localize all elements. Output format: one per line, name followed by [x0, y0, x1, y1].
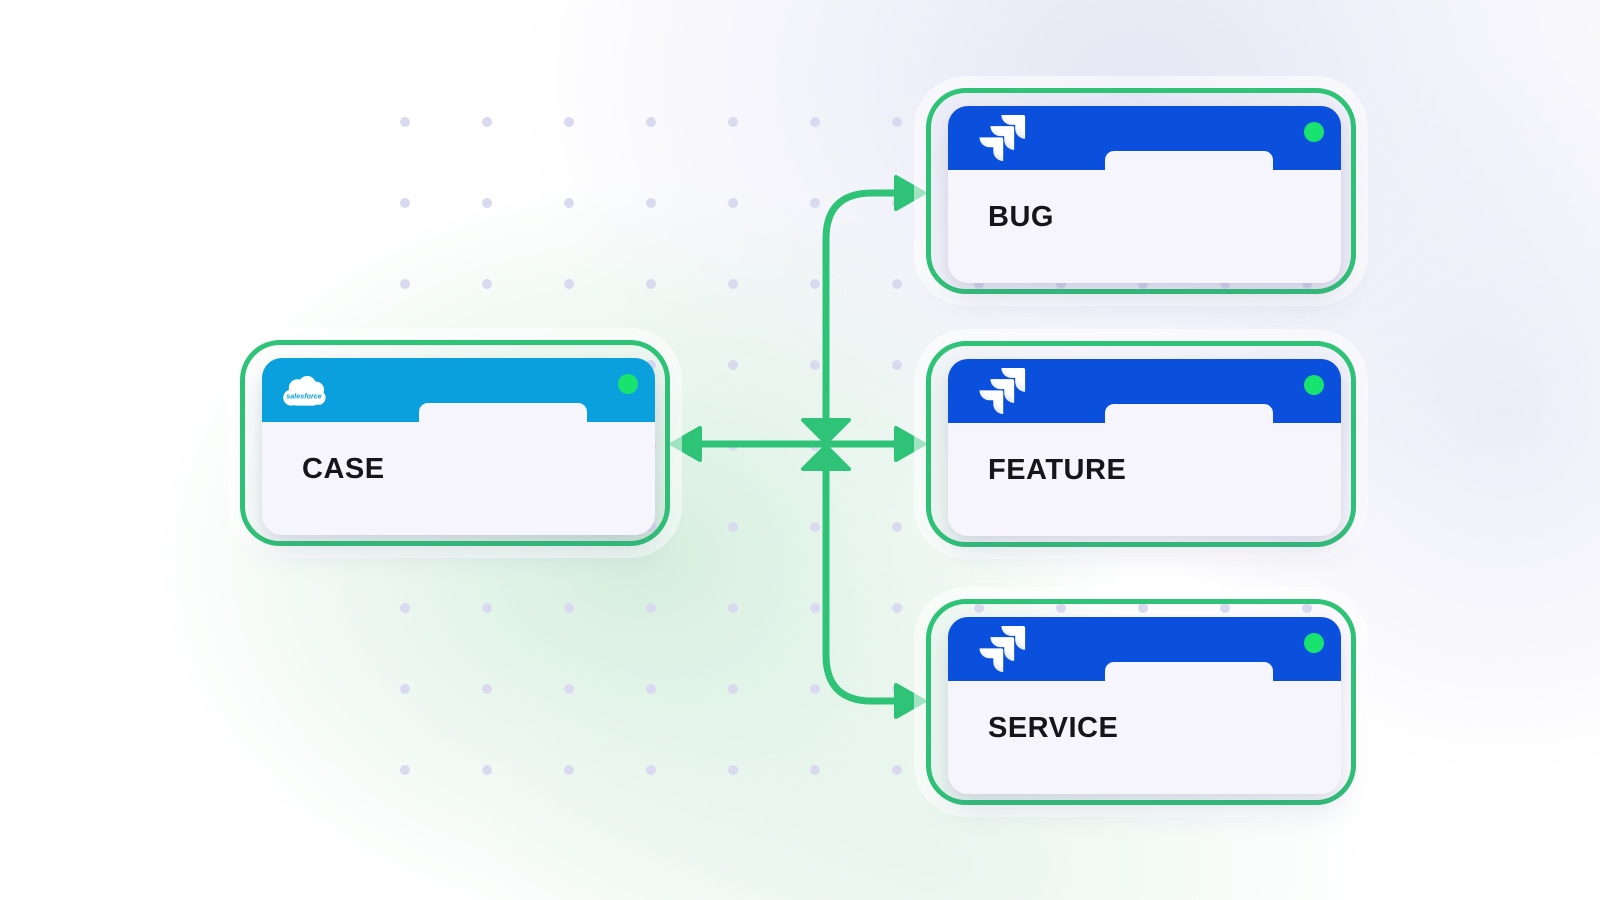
- node-card-feature[interactable]: FEATURE: [926, 341, 1356, 547]
- background-dot: [400, 603, 410, 613]
- background-dot: [482, 279, 492, 289]
- background-dot: [646, 684, 656, 694]
- card-window: FEATURE: [948, 359, 1341, 536]
- arrowhead-junction-up: [801, 444, 851, 471]
- background-dot: [892, 279, 902, 289]
- edge-hub-bug: [822, 189, 904, 425]
- background-dot: [646, 198, 656, 208]
- card-body: SERVICE: [948, 681, 1341, 794]
- background-dot: [728, 522, 738, 532]
- background-dot: [564, 198, 574, 208]
- background-dot: [810, 522, 820, 532]
- background-dot: [646, 279, 656, 289]
- status-dot: [618, 374, 638, 394]
- jira-header-bar: [948, 359, 1341, 423]
- background-dot: [728, 198, 738, 208]
- header-tab-notch: [419, 403, 587, 422]
- background-dot: [1138, 279, 1148, 289]
- arrowhead-into-case: [670, 426, 702, 462]
- node-label: BUG: [988, 201, 1054, 233]
- background-dot: [1220, 603, 1230, 613]
- jira-logo-icon: [979, 115, 1026, 162]
- background-dot: [974, 603, 984, 613]
- header-tab-notch: [1105, 404, 1273, 423]
- background-dot: [728, 360, 738, 370]
- background-dot: [810, 198, 820, 208]
- status-dot: [1304, 122, 1324, 142]
- background-dot: [1302, 279, 1312, 289]
- background-dot: [1138, 603, 1148, 613]
- background-dot: [564, 684, 574, 694]
- background-dot: [892, 522, 902, 532]
- node-label: FEATURE: [988, 454, 1127, 486]
- jira-header-bar: [948, 617, 1341, 681]
- card-body: FEATURE: [948, 423, 1341, 536]
- background-dot: [564, 279, 574, 289]
- node-card-service[interactable]: SERVICE: [926, 599, 1356, 805]
- background-dot: [482, 117, 492, 127]
- background-dot: [400, 117, 410, 127]
- arrowhead-into-service: [894, 683, 926, 719]
- node-label: SERVICE: [988, 712, 1119, 744]
- background-dot: [728, 603, 738, 613]
- background-dot: [810, 765, 820, 775]
- status-dot: [1304, 375, 1324, 395]
- background-dot: [1056, 279, 1066, 289]
- card-window: SERVICE: [948, 617, 1341, 794]
- background-dot: [1056, 603, 1066, 613]
- salesforce-header-bar: salesforce: [262, 358, 655, 422]
- salesforce-cloud-icon: salesforce: [283, 376, 326, 406]
- background-dot: [810, 279, 820, 289]
- background-dot: [646, 117, 656, 127]
- background-dot: [728, 765, 738, 775]
- arrowhead-junction-down: [801, 418, 851, 445]
- background-dot: [564, 603, 574, 613]
- background-dot: [400, 279, 410, 289]
- background-dot: [810, 684, 820, 694]
- node-card-case[interactable]: salesforce CASE: [240, 340, 670, 546]
- salesforce-logo-text: salesforce: [286, 391, 322, 400]
- background-dot: [482, 765, 492, 775]
- background-dot: [810, 603, 820, 613]
- jira-logo-icon: [979, 626, 1026, 673]
- background-dot: [892, 360, 902, 370]
- jira-header-bar: [948, 106, 1341, 170]
- background-dot: [728, 684, 738, 694]
- background-dot: [646, 603, 656, 613]
- status-dot: [1304, 633, 1324, 653]
- background-dot: [810, 360, 820, 370]
- header-tab-notch: [1105, 662, 1273, 681]
- background-dot: [810, 117, 820, 127]
- background-dot: [892, 117, 902, 127]
- header-tab-notch: [1105, 151, 1273, 170]
- background-dot: [400, 198, 410, 208]
- background-dot: [564, 117, 574, 127]
- background-dot: [974, 279, 984, 289]
- card-window: BUG: [948, 106, 1341, 283]
- arrowhead-into-bug: [894, 175, 926, 211]
- background-dot: [482, 603, 492, 613]
- background-dot: [646, 765, 656, 775]
- background-dot: [564, 765, 574, 775]
- background-dot: [1302, 603, 1312, 613]
- card-body: CASE: [262, 422, 655, 535]
- background-dot: [482, 684, 492, 694]
- background-dot: [892, 603, 902, 613]
- background-dot: [892, 765, 902, 775]
- background-dot: [400, 765, 410, 775]
- background-dot: [1220, 279, 1230, 289]
- card-window: salesforce CASE: [262, 358, 655, 535]
- background-dot: [482, 198, 492, 208]
- node-label: CASE: [302, 453, 385, 485]
- background-dot: [400, 684, 410, 694]
- background-dot: [728, 279, 738, 289]
- jira-logo-icon: [979, 368, 1026, 415]
- edge-hub-service: [822, 463, 904, 705]
- arrowhead-into-feature: [894, 426, 926, 462]
- node-card-bug[interactable]: BUG: [926, 88, 1356, 294]
- card-body: BUG: [948, 170, 1341, 283]
- background-dot: [728, 117, 738, 127]
